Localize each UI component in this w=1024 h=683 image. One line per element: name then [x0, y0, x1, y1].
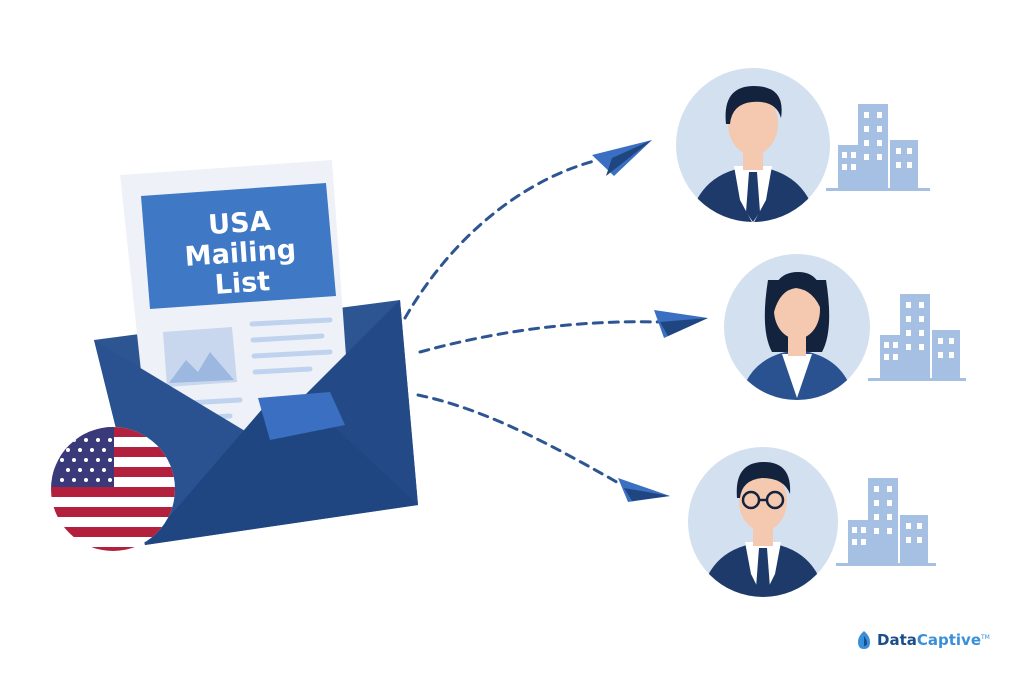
- image-placeholder-icon: [163, 327, 237, 387]
- newsletter-title-line1: USA: [207, 206, 271, 241]
- datacaptive-logo-icon: [858, 631, 870, 649]
- newsletter-title-box: [141, 183, 336, 309]
- newsletter-paper: [120, 160, 352, 455]
- glasses-icon: [741, 490, 785, 510]
- newsletter-title-line3: List: [214, 266, 272, 301]
- brand-logo: DataCaptiveTM: [857, 630, 990, 650]
- businessperson-icon: [688, 447, 838, 597]
- office-building-icon: [826, 104, 930, 191]
- paper-plane-icon: [618, 478, 670, 502]
- office-building-icon: [836, 478, 936, 566]
- businessperson-icon: [676, 68, 830, 222]
- paper-plane-icon: [654, 310, 708, 338]
- usa-flag-icon: [51, 427, 175, 551]
- brand-name-part1: Data: [877, 631, 917, 649]
- businessperson-icon: [724, 254, 870, 400]
- connector-bottom: [416, 393, 624, 487]
- paper-plane-icon: [592, 140, 652, 176]
- connector-middle: [418, 320, 662, 354]
- dashed-connectors: [403, 158, 662, 487]
- brand-name-part2: Captive: [916, 631, 982, 649]
- office-building-icon: [868, 294, 966, 381]
- connector-top: [403, 158, 600, 320]
- brand-trademark: TM: [981, 634, 990, 641]
